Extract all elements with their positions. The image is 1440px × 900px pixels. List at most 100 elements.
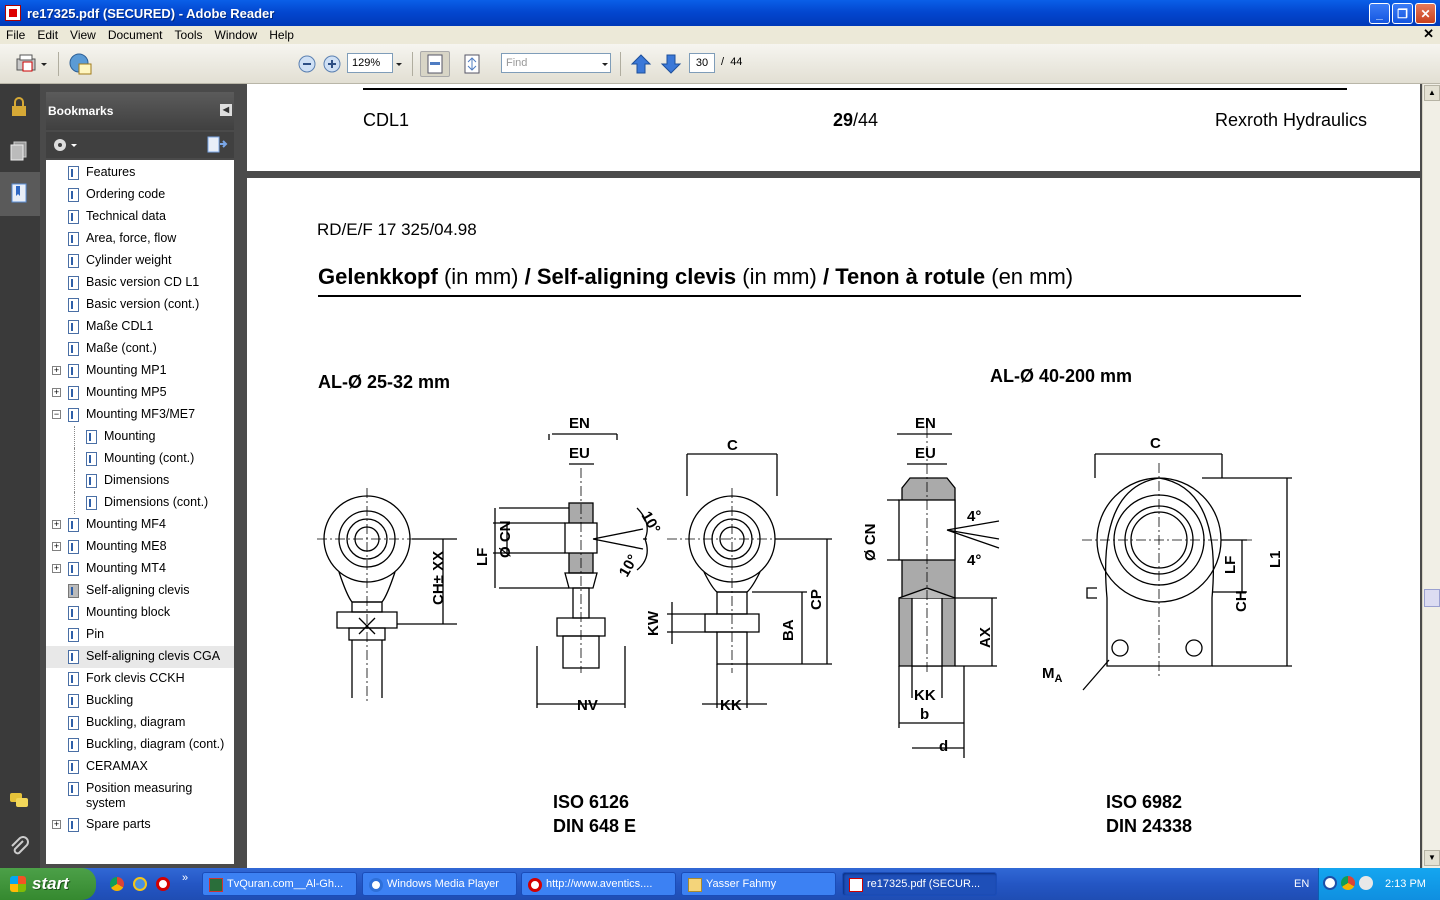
menu-edit[interactable]: Edit — [37, 28, 59, 42]
expand-icon[interactable]: + — [52, 541, 61, 551]
bookmark-item[interactable]: Buckling, diagram (cont.) — [46, 734, 234, 756]
page-number-input[interactable]: 30 — [689, 53, 715, 73]
language-indicator[interactable]: EN — [1294, 878, 1310, 890]
bookmark-item[interactable]: +Mounting MP5 — [46, 382, 234, 404]
task-adobe-reader[interactable]: re17325.pdf (SECUR... — [842, 872, 997, 896]
menu-document[interactable]: Document — [107, 28, 163, 42]
fit-page-button[interactable] — [458, 51, 486, 77]
fit-width-button[interactable] — [420, 51, 450, 77]
document-close-icon[interactable]: ✕ — [1423, 26, 1434, 41]
menu-file[interactable]: File — [6, 28, 26, 42]
bookmark-item[interactable]: Basic version CD L1 — [46, 272, 234, 294]
bookmark-item[interactable]: +Spare parts — [46, 814, 234, 836]
bookmark-item[interactable]: Pin — [46, 624, 234, 646]
back-icon[interactable] — [1323, 876, 1337, 890]
task-tvquran[interactable]: TvQuran.com__Al-Gh... — [202, 872, 357, 896]
expand-icon[interactable]: + — [52, 387, 61, 397]
expand-icon[interactable]: + — [52, 563, 61, 573]
chrome-icon[interactable] — [110, 877, 124, 891]
restore-button[interactable]: ❐ — [1392, 3, 1413, 24]
quicklaunch-more-icon[interactable]: » — [182, 872, 189, 884]
bookmark-page-icon — [68, 188, 79, 202]
zoom-dropdown-arrow[interactable] — [393, 51, 405, 77]
bookmark-item[interactable]: Dimensions (cont.) — [46, 492, 234, 514]
bookmark-item[interactable]: Basic version (cont.) — [46, 294, 234, 316]
expand-icon[interactable]: + — [52, 819, 61, 829]
bookmark-item[interactable]: Mounting — [46, 426, 234, 448]
bookmark-item[interactable]: + Mounting MT4 — [46, 558, 234, 580]
menu-tools[interactable]: Tools — [174, 28, 203, 42]
bookmark-page-icon — [68, 584, 79, 598]
bookmark-item[interactable]: Dimensions — [46, 470, 234, 492]
previous-page-button[interactable] — [628, 51, 654, 77]
dim-eu-2: EU — [915, 445, 936, 462]
chevron-down-icon — [396, 63, 402, 66]
network-icon[interactable] — [1359, 876, 1373, 890]
expand-icon[interactable]: + — [52, 365, 61, 375]
bookmark-item[interactable]: +Mounting ME8 — [46, 536, 234, 558]
bookmark-label: Mounting MT4 — [86, 561, 166, 575]
print-button[interactable] — [12, 51, 50, 77]
bookmark-item[interactable]: Self-aligning clevis CGA — [46, 646, 234, 668]
bookmark-item[interactable]: Mounting (cont.) — [46, 448, 234, 470]
bookmark-item[interactable]: Maße CDL1 — [46, 316, 234, 338]
comments-icon[interactable] — [8, 790, 30, 812]
minimize-button[interactable]: _ — [1369, 3, 1390, 24]
scroll-up-icon[interactable]: ▲ — [1424, 85, 1440, 101]
bookmark-item[interactable]: CERAMAX — [46, 756, 234, 778]
menu-help[interactable]: Help — [269, 28, 294, 42]
zoom-in-button[interactable] — [321, 51, 343, 77]
task-folder[interactable]: Yasser Fahmy — [681, 872, 836, 896]
start-button[interactable]: start — [0, 868, 96, 900]
bookmark-item[interactable]: Buckling, diagram — [46, 712, 234, 734]
bookmark-item[interactable]: Fork clevis CCKH — [46, 668, 234, 690]
bookmark-item[interactable]: −Mounting MF3/ME7 — [46, 404, 234, 426]
options-gear-icon[interactable] — [52, 136, 80, 154]
task-aventics[interactable]: http://www.aventics.... — [521, 872, 676, 896]
bookmark-item[interactable]: Cylinder weight — [46, 250, 234, 272]
bookmark-item[interactable]: Ordering code — [46, 184, 234, 206]
bookmark-item[interactable]: Self-aligning clevis — [46, 580, 234, 602]
scroll-down-icon[interactable]: ▼ — [1424, 850, 1440, 866]
lock-icon[interactable] — [8, 96, 30, 118]
bookmark-item[interactable]: Buckling — [46, 690, 234, 712]
find-dropdown-arrow[interactable] — [599, 51, 611, 77]
collaborate-button[interactable] — [66, 51, 96, 77]
task-media-player[interactable]: Windows Media Player — [362, 872, 517, 896]
bookmark-item[interactable]: Area, force, flow — [46, 228, 234, 250]
fit-width-icon — [427, 54, 443, 74]
dim-en-1: EN — [569, 415, 590, 432]
expand-icon[interactable]: + — [52, 519, 61, 529]
close-button[interactable]: ✕ — [1415, 3, 1436, 24]
dim-lf-1: LF — [474, 548, 491, 566]
find-input[interactable]: Find — [501, 53, 611, 73]
bookmark-item[interactable]: +Mounting MP1 — [46, 360, 234, 382]
chrome-tray-icon[interactable] — [1341, 876, 1355, 890]
bookmark-item[interactable]: Technical data — [46, 206, 234, 228]
bookmark-page-icon — [68, 232, 79, 246]
collapse-panel-icon[interactable]: ◀ — [220, 104, 232, 116]
bookmarks-icon[interactable] — [8, 182, 30, 204]
menu-view[interactable]: View — [70, 28, 96, 42]
internet-explorer-icon[interactable] — [133, 877, 147, 891]
expand-bookmark-icon[interactable] — [206, 135, 228, 155]
bookmark-item[interactable]: Maße (cont.) — [46, 338, 234, 360]
zoom-out-button[interactable] — [296, 51, 318, 77]
pages-icon[interactable] — [8, 140, 30, 162]
attachments-icon[interactable] — [8, 836, 30, 858]
bookmark-item[interactable]: Mounting block — [46, 602, 234, 624]
bookmark-item[interactable]: +Mounting MF4 — [46, 514, 234, 536]
collapse-icon[interactable]: − — [52, 409, 61, 419]
drawing-rod-eye-front — [317, 488, 457, 703]
toolbar: 129% Find 30 / 44 — [0, 44, 1440, 84]
opera-icon[interactable] — [156, 877, 170, 891]
bookmark-item[interactable]: Features — [46, 162, 234, 184]
bookmark-page-icon — [68, 782, 79, 796]
bookmark-label: Mounting (cont.) — [104, 451, 195, 465]
zoom-level-input[interactable]: 129% — [347, 53, 393, 73]
vertical-scrollbar[interactable]: ▲ ▼ — [1422, 84, 1440, 868]
scroll-thumb[interactable] — [1424, 589, 1440, 607]
menu-window[interactable]: Window — [214, 28, 258, 42]
next-page-button[interactable] — [658, 51, 684, 77]
